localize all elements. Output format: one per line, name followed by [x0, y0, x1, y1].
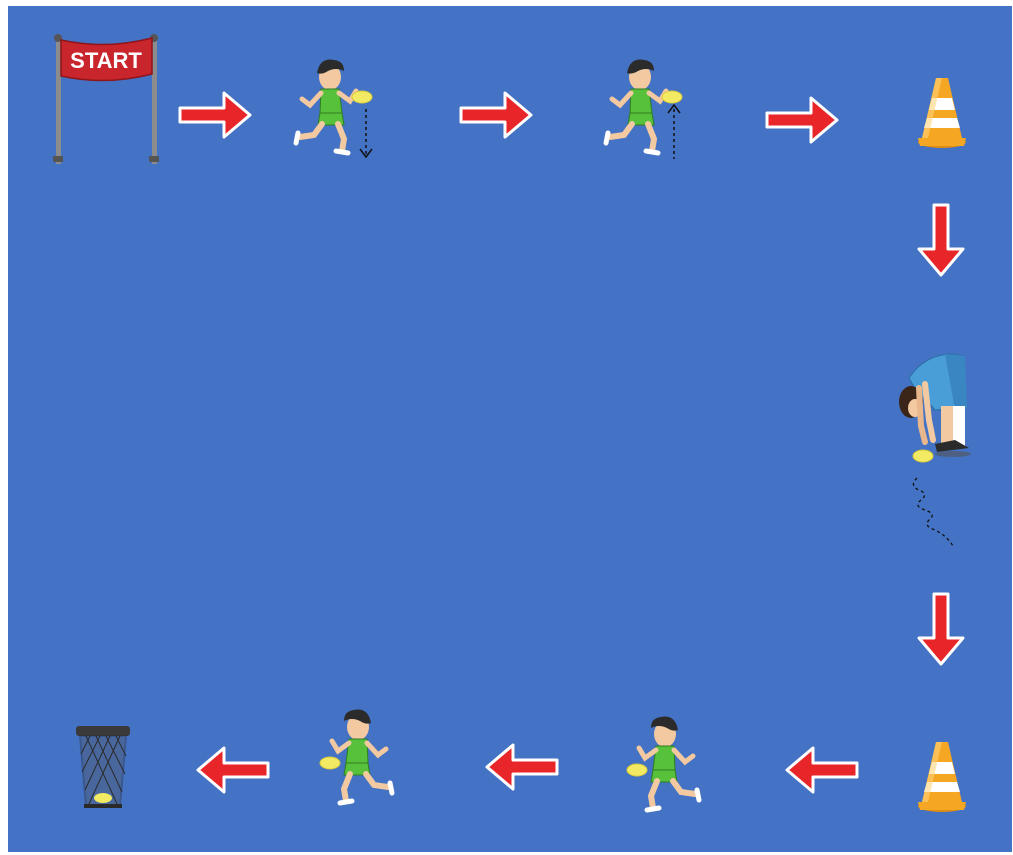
runner-pick-disc-icon — [600, 55, 690, 165]
runner-carry-disc-icon — [318, 705, 408, 815]
arrow-right-1 — [180, 90, 252, 140]
arrow-right-2 — [461, 90, 533, 140]
runner-carry-disc-icon — [625, 712, 715, 822]
boy-bending-icon — [895, 348, 985, 548]
runner-drop-disc-icon — [290, 55, 380, 165]
start-banner-icon: START — [40, 30, 170, 170]
cone-icon — [912, 72, 972, 152]
arrow-left-1 — [787, 745, 859, 795]
arrow-left-3 — [198, 745, 270, 795]
arrow-right-3 — [767, 95, 839, 145]
arrow-down-1 — [916, 205, 966, 285]
arrow-down-2 — [916, 594, 966, 674]
cone-icon — [912, 736, 972, 816]
start-banner-label: START — [70, 48, 142, 73]
trash-bin-icon — [72, 722, 138, 812]
arrow-left-2 — [487, 742, 559, 792]
